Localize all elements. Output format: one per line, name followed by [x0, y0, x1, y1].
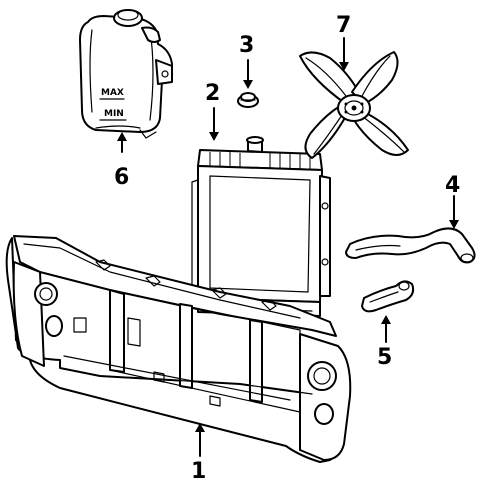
- callout-6: 6: [114, 132, 129, 190]
- tank-min-label: MIN: [104, 109, 124, 119]
- callout-6-label: 6: [114, 165, 129, 190]
- callout-4-label: 4: [445, 173, 460, 198]
- callout-5-label: 5: [377, 345, 392, 370]
- radiator-support: [5, 235, 352, 463]
- callout-4: 4: [445, 173, 460, 229]
- callout-2-label: 2: [205, 81, 220, 106]
- callout-5: 5: [377, 315, 392, 370]
- tank-max-label: MAX: [101, 88, 124, 98]
- lower-hose: [361, 280, 415, 313]
- recovery-tank: MAX MIN: [79, 9, 173, 139]
- radiator: [191, 136, 331, 317]
- callout-1-label: 1: [191, 459, 206, 484]
- upper-hose: [345, 227, 476, 264]
- callout-3: 3: [239, 33, 254, 89]
- callout-2: 2: [205, 81, 220, 141]
- callout-7-label: 7: [336, 13, 351, 38]
- radiator-cap: [237, 92, 259, 108]
- fan-blade: [299, 51, 409, 159]
- callout-7: 7: [336, 13, 351, 71]
- callout-3-label: 3: [239, 33, 254, 58]
- callout-1: 1: [191, 423, 206, 484]
